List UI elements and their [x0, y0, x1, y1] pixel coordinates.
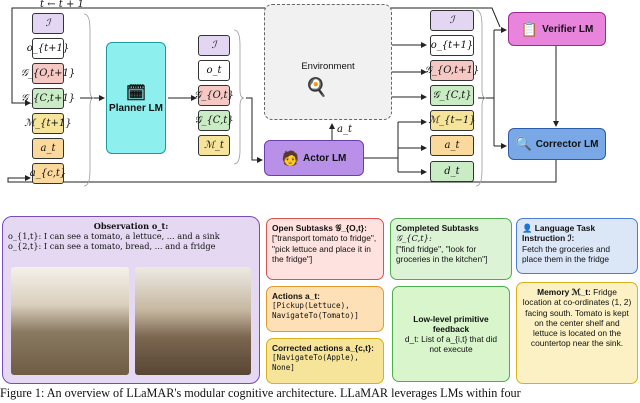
completed-subtasks-body: ["find fridge", "look for groceries in t…: [396, 243, 488, 264]
verifier-lm-box: 📋 Verifier LM: [508, 12, 606, 46]
observation-next-chip-right: o_{t+1}: [430, 35, 474, 56]
observation-line-1: o_{1,t}: I can see a tomato, a lettuce, …: [8, 231, 220, 241]
corrected-actions-body: [NavigateTo(Apple), None]: [272, 353, 359, 372]
environment-label: Environment: [301, 61, 355, 72]
feedback-title: Low-level primitive feedback: [413, 313, 489, 334]
open-subtasks-body: ["transport tomato to fridge", "pick let…: [272, 233, 377, 264]
actor-icon: 🧑: [281, 149, 300, 166]
open-subtasks-chip-mid: 𝒢_{O,t}: [194, 85, 234, 106]
corrector-label: Corrector LM: [535, 138, 599, 150]
corrector-icon: 🔍: [515, 136, 532, 151]
memory-chip-right: ℳ_{t−1}: [428, 110, 476, 131]
actions-body: [Pickup(Lettuce), NavigateTo(Tomato)]: [272, 301, 359, 320]
planner-icon: 🗓: [125, 84, 147, 102]
kitchen-image-1: [11, 267, 129, 375]
observation-title: Observation o_t:: [93, 221, 169, 231]
completed-subtasks-chip-mid: 𝒢_{C,t}: [194, 110, 234, 131]
open-subtasks-title: Open Subtasks 𝒢_{O,t}:: [272, 223, 367, 233]
loop-label: t ← t + 1: [40, 0, 84, 10]
completed-subtasks-chip-right: 𝒢_{C,t}: [430, 85, 474, 106]
observation-next-chip: o_{t+1}: [27, 38, 69, 59]
memory-next-chip: ℳ_{t+1}: [24, 113, 72, 134]
person-icon: 👤: [522, 223, 533, 233]
open-subtasks-chip-right: 𝒢_{O,t+1}: [425, 60, 479, 81]
memory-body: Fridge location at co-ordinates (1, 2) f…: [522, 287, 632, 349]
open-subtasks-panel: Open Subtasks 𝒢_{O,t}: ["transport tomat…: [266, 218, 384, 280]
language-task-title: 👤 Language Task Instruction ℐ:: [522, 223, 632, 244]
language-task-panel: 👤 Language Task Instruction ℐ: Fetch the…: [516, 218, 638, 274]
actor-label: Actor LM: [303, 152, 347, 164]
corrected-action-chip: a_{c,t}: [30, 163, 66, 184]
actor-output-label: a_t: [337, 124, 352, 135]
kitchen-image-2: [135, 267, 251, 375]
completed-subtasks-title: Completed Subtasks: [396, 223, 479, 233]
feedback-body: d_t: List of a_{i,t} that did not execut…: [404, 334, 498, 355]
actions-title: Actions a_t:: [272, 291, 320, 301]
feedback-panel: Low-level primitive feedback d_t: List o…: [392, 286, 510, 382]
actor-lm-box: 🧑 Actor LM: [264, 140, 364, 176]
feedback-chip-right: d_t: [430, 161, 474, 182]
planner-label: Planner LM: [109, 102, 163, 114]
observation-panel: Observation o_t: o_{1,t}: I can see a to…: [2, 216, 260, 384]
kitchen-icon: 🍳: [305, 77, 328, 98]
environment-box: Environment 🍳: [264, 4, 392, 120]
instruction-chip-mid: ℐ: [198, 35, 230, 56]
memory-chip-mid: ℳ_t: [198, 135, 230, 156]
action-chip-right: a_t: [430, 135, 474, 156]
action-chip: a_t: [32, 138, 64, 159]
completed-subtasks-subtitle: 𝒢_{C,t}:: [396, 233, 432, 244]
language-task-title-text: Language Task Instruction ℐ:: [522, 223, 596, 244]
completed-subtasks-panel: Completed Subtasks 𝒢_{C,t}: ["find fridg…: [390, 218, 512, 280]
open-subtasks-next-chip: 𝒢_{O,t+1}: [21, 63, 75, 84]
observation-chip-mid: o_t: [198, 60, 230, 81]
observation-line-2: o_{2,t}: I can see a tomato, bread, ... …: [8, 241, 216, 251]
language-task-body: Fetch the groceries and place them in th…: [522, 243, 610, 264]
memory-panel: Memory ℳ_t: Fridge location at co-ordina…: [516, 282, 638, 384]
corrected-actions-panel: Corrected actions a_{c,t}: [NavigateTo(A…: [266, 338, 384, 384]
corrected-actions-title: Corrected actions a_{c,t}:: [272, 343, 374, 353]
completed-subtasks-next-chip: 𝒢_{C,t+1}: [21, 88, 75, 109]
memory-title: Memory ℳ_t:: [537, 287, 591, 297]
corrector-lm-box: 🔍 Corrector LM: [508, 128, 606, 160]
instruction-chip-right: ℐ: [430, 10, 474, 31]
actions-panel: Actions a_t: [Pickup(Lettuce), NavigateT…: [266, 286, 384, 332]
verifier-label: Verifier LM: [542, 23, 594, 35]
verifier-icon: 📋: [520, 20, 539, 37]
figure-caption: Figure 1: An overview of LLaMAR's modula…: [0, 386, 521, 400]
planner-lm-box: 🗓 Planner LM: [106, 42, 166, 154]
instruction-chip: ℐ: [32, 13, 64, 34]
